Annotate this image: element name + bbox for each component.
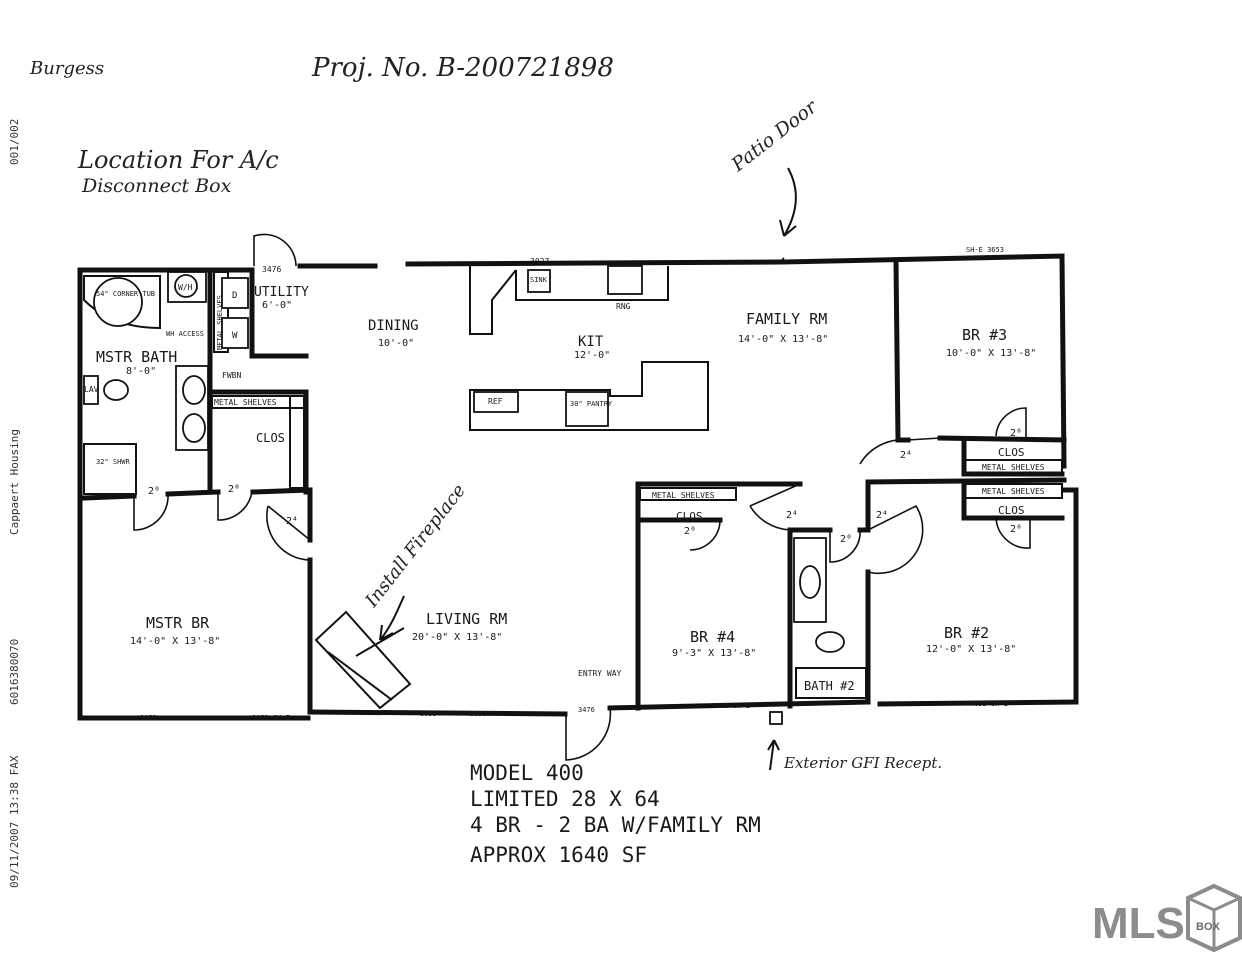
- sink-label: SINK: [530, 276, 548, 284]
- bath-fixtures: [83, 271, 867, 699]
- master-br-dim: 14'-0" X 13'-8": [130, 636, 220, 647]
- window-code: 3053 SH-E: [252, 714, 290, 722]
- corner-tub-label: 54" CORNER TUB: [96, 290, 155, 298]
- note-patio: Patio Door: [727, 95, 823, 177]
- model-line-1: MODEL 400: [470, 761, 584, 785]
- door-mark: 2⁰: [148, 486, 160, 497]
- door-mark: 2⁰: [1010, 524, 1022, 535]
- door-mark: 2⁴: [900, 450, 912, 461]
- patio-arrow: [779, 167, 797, 237]
- note-burgess: Burgess: [29, 58, 104, 79]
- ref-label: REF: [488, 397, 503, 406]
- note-fireplace: Install Fireplace: [361, 480, 470, 611]
- br3-label: BR #3: [962, 326, 1007, 344]
- exterior-walls: [77, 253, 1079, 721]
- living-room-dim: 20'-0" X 13'-8": [412, 632, 502, 643]
- logo-mls-text: MLS: [1092, 899, 1185, 948]
- window-code-br3: SH-E 3653: [966, 246, 1004, 254]
- window-code: 4653 SH-E: [970, 700, 1008, 708]
- dryer-label: D: [232, 291, 237, 301]
- model-line-4: APPROX 1640 SF: [470, 843, 647, 867]
- window-code: 3053: [140, 714, 157, 722]
- family-room-dim: 14'-0" X 13'-8": [738, 334, 828, 345]
- br4-closet-shelves: METAL SHELVES: [652, 491, 715, 500]
- br2-closet-shelves: METAL SHELVES: [982, 487, 1045, 496]
- logo-box-letters: BOX: [1196, 921, 1221, 933]
- door-mark: 2⁰: [684, 526, 696, 537]
- kitchen-cabinets: [469, 265, 709, 431]
- dining-label: DINING: [368, 318, 419, 334]
- kitchen-label: KIT: [578, 334, 604, 350]
- br2-label: BR #2: [944, 624, 989, 642]
- door-mark: 2⁴: [286, 516, 298, 527]
- master-br-label: MSTR BR: [146, 614, 210, 632]
- door-swings: [133, 233, 1031, 761]
- bath2-label: BATH #2: [804, 679, 855, 693]
- dining-dim: 10'-0": [378, 338, 414, 349]
- door-code-3476-bottom: 3476: [578, 706, 595, 714]
- br2-closet-label: CLOS: [998, 504, 1025, 517]
- lav-label: LAV: [84, 385, 99, 394]
- entry-label: ENTRY WAY: [578, 669, 622, 678]
- interior-walls: [81, 259, 1067, 715]
- family-room-label: FAMILY RM: [746, 310, 827, 328]
- fax-sender: Cappaert Housing: [8, 429, 21, 535]
- br3-closet-shelves: METAL SHELVES: [982, 463, 1045, 472]
- br4-closet-label: CLOS: [676, 510, 703, 523]
- washer-label: W: [232, 331, 238, 341]
- model-line-3: 4 BR - 2 BA W/FAMILY RM: [470, 813, 761, 837]
- fax-number: 6016380070: [8, 639, 21, 705]
- br4-label: BR #4: [690, 628, 735, 646]
- master-bath-label: MSTR BATH: [96, 348, 177, 366]
- kitchen-dim: 12'-0": [574, 350, 610, 361]
- gfi-outlet-marker: [769, 711, 783, 725]
- door-mark: 2⁰: [228, 484, 240, 495]
- note-ac-2: Disconnect Box: [81, 175, 232, 197]
- window-code: 3053: [420, 710, 437, 718]
- note-project: Proj. No. B-200721898: [311, 53, 614, 83]
- door-code-3476-top: 3476: [262, 265, 281, 274]
- mls-box-logo: MLS BOX: [1092, 883, 1242, 953]
- master-closet-label: CLOS: [256, 431, 285, 445]
- fwbn-label: FWBN: [222, 371, 241, 380]
- master-closet-shelves: METAL SHELVES: [214, 398, 277, 407]
- door-mark: 2⁴: [786, 510, 798, 521]
- window-3027: 3027: [530, 257, 549, 266]
- br4-dim: 9'-3" X 13'-8": [672, 648, 756, 659]
- wh-label: W/H: [178, 283, 193, 292]
- range-fixture: [607, 265, 643, 295]
- note-ac-1: Location For A/c: [77, 146, 279, 174]
- door-mark: 2⁴: [876, 510, 888, 521]
- utility-label: UTILITY: [254, 285, 309, 300]
- pantry-label: 30" PANTRY: [570, 400, 613, 408]
- fireplace: [314, 610, 412, 710]
- fax-page: 001/002: [8, 119, 21, 165]
- master-bath-dim: 8'-0": [126, 366, 156, 377]
- note-gfi: Exterior GFI Recept.: [783, 754, 942, 772]
- metal-shelves-utility: METAL SHELVES: [216, 295, 224, 350]
- br3-closet-label: CLOS: [998, 446, 1025, 459]
- shower-label: 32" SHWR: [96, 458, 131, 466]
- window-code: 3053 SH-E: [712, 702, 750, 710]
- living-room-label: LIVING RM: [426, 610, 507, 628]
- window-code: 3053: [470, 710, 487, 718]
- fireplace-arrow: [379, 595, 405, 641]
- door-mark: 2⁰: [1010, 428, 1022, 439]
- fax-date: 09/11/2007 13:38 FAX: [8, 755, 21, 888]
- br3-dim: 10'-0" X 13'-8": [946, 348, 1036, 359]
- range-label: RNG: [616, 302, 631, 311]
- model-line-2: LIMITED 28 X 64: [470, 787, 660, 811]
- door-mark: 2⁰: [840, 534, 852, 545]
- utility-dim: 6'-0": [262, 300, 292, 311]
- sink-fixture: [527, 269, 551, 293]
- br2-dim: 12'-0" X 13'-8": [926, 644, 1016, 655]
- wh-access-label: WH ACCESS: [166, 330, 204, 338]
- gfi-arrow: [767, 739, 780, 771]
